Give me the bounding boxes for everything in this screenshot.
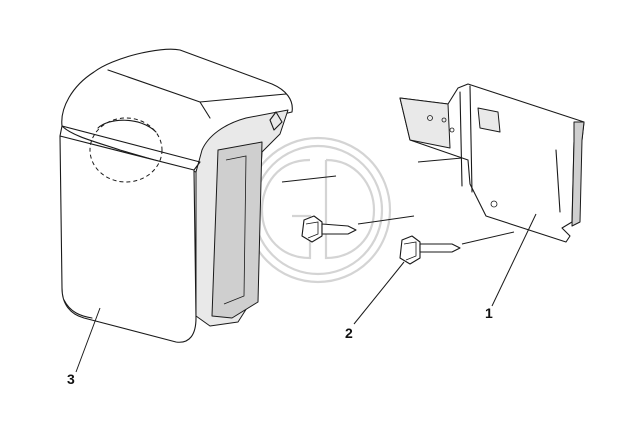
bolt-upper	[301, 215, 357, 243]
callout-label-2: 2	[345, 325, 353, 341]
callout-label-1: 1	[485, 305, 493, 321]
assembly-guide-lines	[281, 157, 515, 245]
part-1-bracket	[399, 83, 585, 243]
part-2-bolt	[399, 235, 461, 265]
callout-label-3: 3	[67, 371, 75, 387]
callout-leaders	[75, 213, 537, 373]
part-3-cover	[59, 48, 293, 343]
watermark-logo	[244, 136, 392, 284]
